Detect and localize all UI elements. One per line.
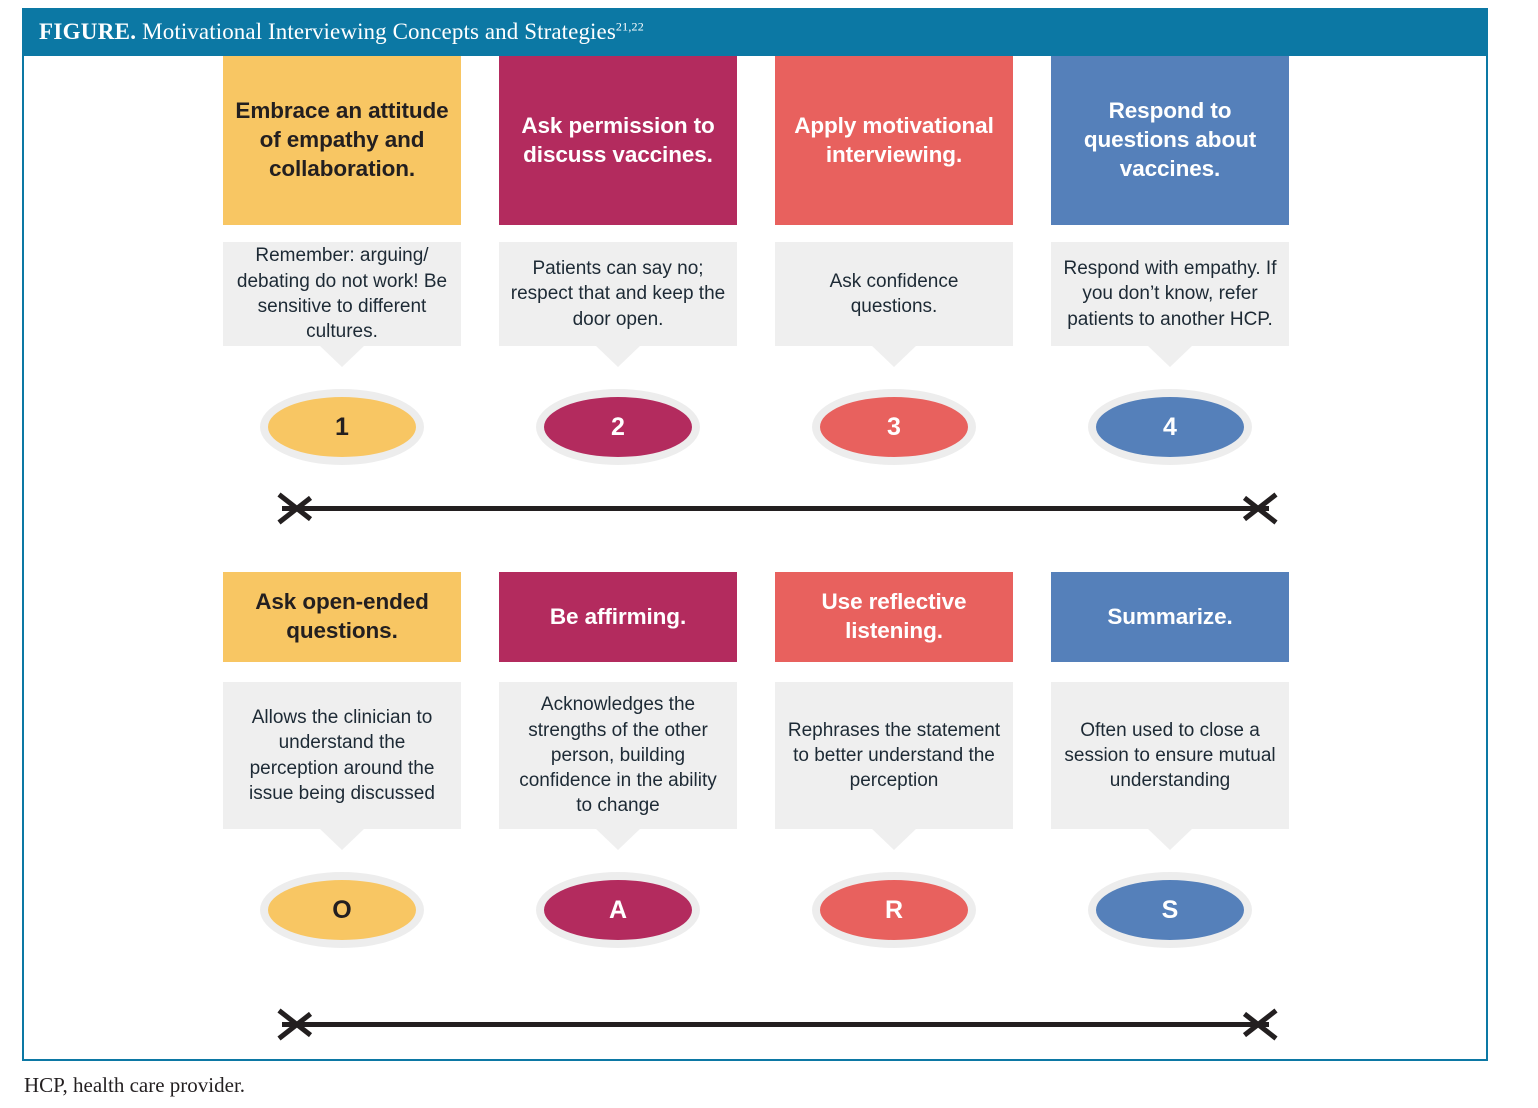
badge-slot-oars-a: A — [499, 872, 737, 948]
caption-notch-icon — [595, 345, 641, 367]
caption-wrap-step-3: Ask confidence questions. — [775, 242, 1013, 367]
caption-notch-icon — [319, 828, 365, 850]
figure-title: Motivational Interviewing Concepts and S… — [142, 19, 616, 44]
column-step-2: Ask permission to discuss vaccines. Pati… — [499, 56, 737, 465]
badge-slot-step-2: 2 — [499, 389, 737, 465]
heading-box-oars-r: Use reflective listening. — [775, 572, 1013, 662]
badge-oval-oars-a: A — [536, 872, 700, 948]
caption-wrap-oars-a: Acknowledges the strengths of the other … — [499, 682, 737, 850]
caption-box-oars-o: Allows the clinician to understand the p… — [223, 682, 461, 829]
heading-box-step-3: Apply motivational interviewing. — [775, 56, 1013, 225]
caption-wrap-step-2: Patients can say no; respect that and ke… — [499, 242, 737, 367]
badge-oval-step-3: 3 — [812, 389, 976, 465]
caption-notch-icon — [871, 828, 917, 850]
badge-slot-oars-r: R — [775, 872, 1013, 948]
caption-wrap-step-1: Remember: arguing/ debating do not work!… — [223, 242, 461, 367]
caption-notch-icon — [1147, 828, 1193, 850]
caption-box-oars-s: Often used to close a session to ensure … — [1051, 682, 1289, 829]
heading-box-oars-a: Be affirming. — [499, 572, 737, 662]
caption-wrap-oars-s: Often used to close a session to ensure … — [1051, 682, 1289, 850]
caption-wrap-oars-r: Rephrases the statement to better unders… — [775, 682, 1013, 850]
arrow-right-head-icon — [1236, 996, 1270, 1052]
badge-oval-step-1: 1 — [260, 389, 424, 465]
process-arrow-line — [282, 506, 1269, 511]
figure-container: FIGURE. Motivational Interviewing Concep… — [22, 8, 1488, 1068]
figure-title-superscript: 21,22 — [615, 19, 644, 34]
figure-header-text: FIGURE. Motivational Interviewing Concep… — [39, 19, 644, 45]
figure-header-bar: FIGURE. Motivational Interviewing Concep… — [22, 8, 1488, 56]
badge-slot-step-3: 3 — [775, 389, 1013, 465]
column-oars-a: Be affirming. Acknowledges the strengths… — [499, 572, 737, 948]
caption-notch-icon — [871, 345, 917, 367]
badge-oval-oars-r: R — [812, 872, 976, 948]
heading-box-step-2: Ask permission to discuss vaccines. — [499, 56, 737, 225]
column-step-4: Respond to questions about vaccines. Res… — [1051, 56, 1289, 465]
badge-oval-oars-o: O — [260, 872, 424, 948]
caption-notch-icon — [319, 345, 365, 367]
column-oars-s: Summarize. Often used to close a session… — [1051, 572, 1289, 948]
figure-footnote: HCP, health care provider. — [24, 1073, 246, 1097]
arrow-right-head-icon — [1236, 480, 1270, 536]
column-step-1: Embrace an attitude of empathy and colla… — [223, 56, 461, 465]
badge-slot-step-1: 1 — [223, 389, 461, 465]
caption-box-step-1: Remember: arguing/ debating do not work!… — [223, 242, 461, 346]
column-step-3: Apply motivational interviewing. Ask con… — [775, 56, 1013, 465]
caption-box-step-3: Ask confidence questions. — [775, 242, 1013, 346]
badge-slot-oars-s: S — [1051, 872, 1289, 948]
badge-oval-step-2: 2 — [536, 389, 700, 465]
caption-wrap-step-4: Respond with empathy. If you don’t know,… — [1051, 242, 1289, 367]
badge-slot-step-4: 4 — [1051, 389, 1289, 465]
heading-box-oars-o: Ask open-ended questions. — [223, 572, 461, 662]
caption-box-step-4: Respond with empathy. If you don’t know,… — [1051, 242, 1289, 346]
badge-slot-oars-o: O — [223, 872, 461, 948]
figure-body: Embrace an attitude of empathy and colla… — [22, 56, 1488, 1061]
arrow-left-head-icon — [279, 480, 313, 536]
heading-box-step-4: Respond to questions about vaccines. — [1051, 56, 1289, 225]
caption-box-oars-r: Rephrases the statement to better unders… — [775, 682, 1013, 829]
arrow-left-head-icon — [279, 996, 313, 1052]
caption-box-step-2: Patients can say no; respect that and ke… — [499, 242, 737, 346]
caption-box-oars-a: Acknowledges the strengths of the other … — [499, 682, 737, 829]
column-oars-r: Use reflective listening. Rephrases the … — [775, 572, 1013, 948]
figure-label: FIGURE. — [39, 19, 137, 44]
caption-notch-icon — [1147, 345, 1193, 367]
column-oars-o: Ask open-ended questions. Allows the cli… — [223, 572, 461, 948]
caption-notch-icon — [595, 828, 641, 850]
caption-wrap-oars-o: Allows the clinician to understand the p… — [223, 682, 461, 850]
badge-oval-oars-s: S — [1088, 872, 1252, 948]
badge-oval-step-4: 4 — [1088, 389, 1252, 465]
oars-arrow-line — [282, 1022, 1269, 1027]
heading-box-step-1: Embrace an attitude of empathy and colla… — [223, 56, 461, 225]
heading-box-oars-s: Summarize. — [1051, 572, 1289, 662]
